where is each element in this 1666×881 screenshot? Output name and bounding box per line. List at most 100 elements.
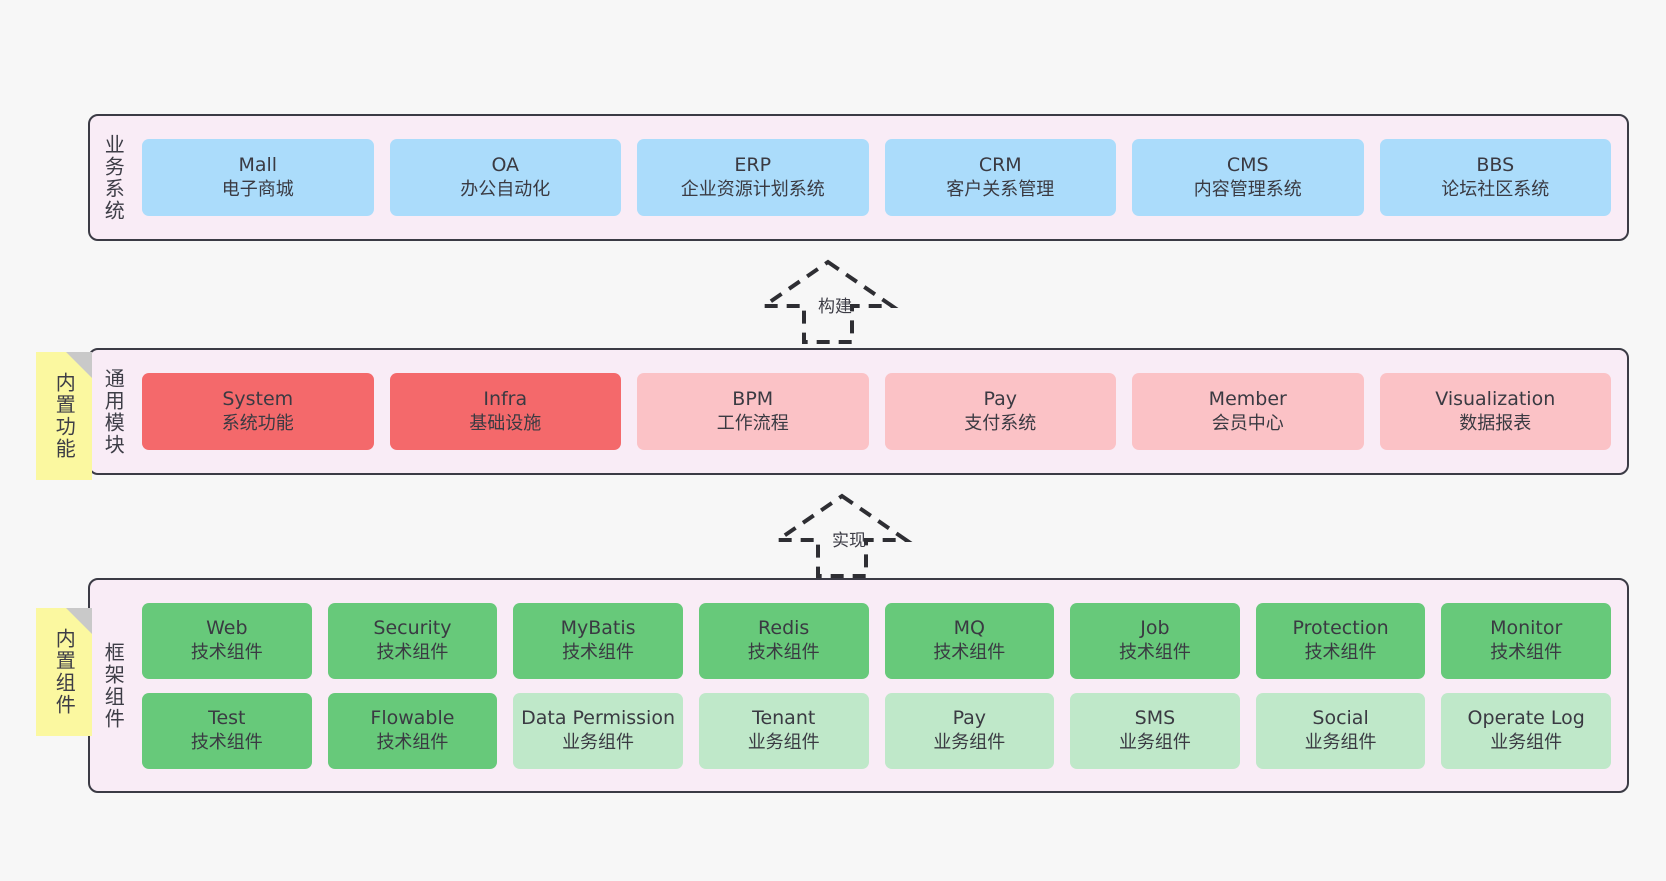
module-card-title: BPM bbox=[732, 388, 774, 411]
module-card-title: Social bbox=[1312, 707, 1369, 730]
module-card-subtitle: 技术组件 bbox=[562, 642, 635, 664]
module-card-title: Redis bbox=[758, 617, 810, 640]
module-card-subtitle: 系统功能 bbox=[221, 413, 294, 435]
module-card-title: Data Permission bbox=[521, 707, 675, 730]
module-card-title: Tenant bbox=[752, 707, 816, 730]
module-card-title: Operate Log bbox=[1467, 707, 1585, 730]
module-card-subtitle: 技术组件 bbox=[376, 732, 449, 754]
module-card-subtitle: 客户关系管理 bbox=[946, 179, 1055, 201]
module-card-subtitle: 业务组件 bbox=[1304, 732, 1377, 754]
note-builtin-features: 内置功能 bbox=[36, 352, 92, 480]
module-card-title: Mall bbox=[238, 154, 278, 177]
layer-title-business-systems: 业务系统 bbox=[101, 133, 126, 222]
note-fold-corner-icon bbox=[66, 608, 92, 634]
module-card-subtitle: 技术组件 bbox=[933, 642, 1006, 664]
module-card-title: BBS bbox=[1476, 154, 1515, 177]
note-fold-corner-icon bbox=[66, 352, 92, 378]
module-card-subtitle: 技术组件 bbox=[190, 642, 263, 664]
layer-title-common-modules: 通用模块 bbox=[101, 367, 126, 456]
note-builtin-components-label: 内置组件 bbox=[52, 628, 77, 716]
module-card-title: Pay bbox=[952, 707, 987, 730]
module-card-subtitle: 技术组件 bbox=[1118, 642, 1191, 664]
module-card-subtitle: 办公自动化 bbox=[460, 179, 551, 201]
module-card-title: System bbox=[222, 388, 294, 411]
module-card-subtitle: 内容管理系统 bbox=[1193, 179, 1302, 201]
module-card-subtitle: 电子商城 bbox=[221, 179, 294, 201]
module-card-title: SMS bbox=[1134, 707, 1176, 730]
module-card-subtitle: 基础设施 bbox=[469, 413, 542, 435]
module-card-title: Member bbox=[1208, 388, 1287, 411]
note-builtin-components: 内置组件 bbox=[36, 608, 92, 736]
module-card-subtitle: 业务组件 bbox=[933, 732, 1006, 754]
module-card-subtitle: 技术组件 bbox=[190, 732, 263, 754]
module-card-subtitle: 技术组件 bbox=[1490, 642, 1563, 664]
module-card-subtitle: 业务组件 bbox=[1118, 732, 1191, 754]
module-card-subtitle: 会员中心 bbox=[1211, 413, 1284, 435]
module-card-subtitle: 支付系统 bbox=[964, 413, 1037, 435]
module-card-title: Visualization bbox=[1435, 388, 1556, 411]
module-card-title: Security bbox=[373, 617, 452, 640]
module-card-title: Test bbox=[208, 707, 246, 730]
module-card-title: Web bbox=[206, 617, 248, 640]
module-card-title: Monitor bbox=[1490, 617, 1563, 640]
module-card-title: Job bbox=[1140, 617, 1170, 640]
module-card-subtitle: 数据报表 bbox=[1459, 413, 1532, 435]
module-card-subtitle: 技术组件 bbox=[747, 642, 820, 664]
module-card-title: ERP bbox=[734, 154, 772, 177]
module-card-title: Pay bbox=[983, 388, 1018, 411]
layer-title-framework-components: 框架组件 bbox=[101, 641, 126, 730]
module-card-subtitle: 企业资源计划系统 bbox=[680, 179, 825, 201]
arrow-build-label: 构建 bbox=[818, 297, 852, 317]
module-card-title: Protection bbox=[1292, 617, 1389, 640]
module-card-title: Flowable bbox=[370, 707, 455, 730]
module-card-title: CMS bbox=[1226, 154, 1269, 177]
module-card-subtitle: 技术组件 bbox=[1304, 642, 1377, 664]
module-card-subtitle: 业务组件 bbox=[562, 732, 635, 754]
module-card-subtitle: 工作流程 bbox=[716, 413, 789, 435]
note-builtin-features-label: 内置功能 bbox=[52, 372, 77, 460]
module-card-subtitle: 论坛社区系统 bbox=[1441, 179, 1550, 201]
arrow-implement-label: 实现 bbox=[832, 531, 866, 551]
module-card-subtitle: 业务组件 bbox=[1490, 732, 1563, 754]
module-card-title: MQ bbox=[953, 617, 985, 640]
module-card-subtitle: 技术组件 bbox=[376, 642, 449, 664]
module-card-title: MyBatis bbox=[560, 617, 636, 640]
